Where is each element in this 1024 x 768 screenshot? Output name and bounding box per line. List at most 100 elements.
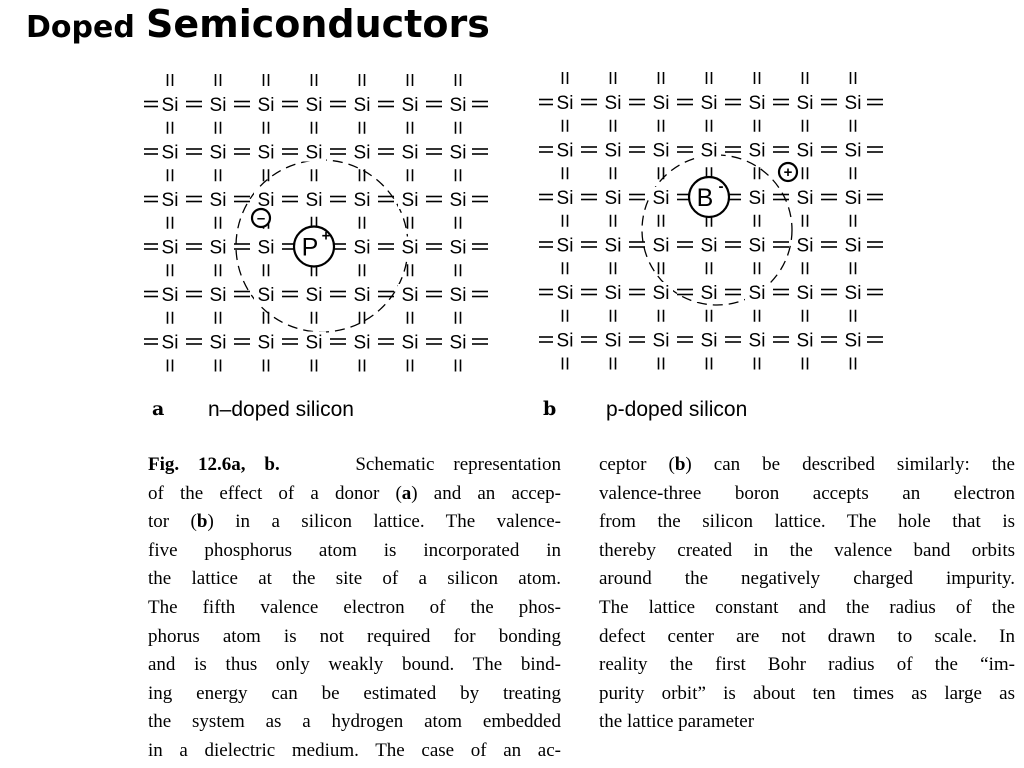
atom-background <box>398 189 422 209</box>
si-atom: Si <box>653 283 670 304</box>
si-atom: Si <box>402 95 419 116</box>
si-atom: Si <box>653 331 670 352</box>
figure-label: Fig. 12.6a, b. <box>148 454 280 475</box>
si-atom: Si <box>845 236 862 257</box>
title-doped: Doped <box>26 10 135 45</box>
atom-background <box>158 331 182 352</box>
atom-background <box>553 139 577 160</box>
caption-ref: b <box>674 454 686 475</box>
atom-background <box>446 236 470 257</box>
caption-line: and is thus only weakly bound. The bind- <box>148 654 561 676</box>
atom-background <box>553 187 577 207</box>
atom-background <box>601 92 625 112</box>
atom-background <box>745 92 769 112</box>
atom-background <box>206 236 230 257</box>
atom-background <box>398 331 422 352</box>
si-atom: Si <box>162 190 179 211</box>
atom-background <box>446 141 470 162</box>
si-atom: Si <box>402 143 419 164</box>
atom-background <box>649 187 673 207</box>
atom-background <box>793 234 817 255</box>
atom-background <box>446 94 470 114</box>
si-atom: Si <box>797 283 814 304</box>
figure-caption-column-1: Fig. 12.6a, b. Schematic representation … <box>148 451 561 766</box>
atom-background <box>158 284 182 304</box>
atom-background <box>745 139 769 160</box>
si-atom: Si <box>210 285 227 306</box>
si-atom: Si <box>402 238 419 259</box>
atom-background <box>697 234 721 255</box>
atom-background <box>206 141 230 162</box>
atom-background <box>601 139 625 160</box>
charge-carrier-sign: + <box>784 164 793 181</box>
atom-background <box>601 187 625 207</box>
si-atom: Si <box>557 283 574 304</box>
atom-background <box>254 331 278 352</box>
page-title: Doped Semiconductors <box>26 2 490 46</box>
impurity-atom-circle <box>687 175 731 219</box>
caption-line: thereby created in the valence band orbi… <box>599 539 1015 561</box>
si-atom: Si <box>306 95 323 116</box>
si-atom: Si <box>162 238 179 259</box>
si-atom: Si <box>653 188 670 209</box>
atom-background <box>350 94 374 114</box>
atom-background <box>254 141 278 162</box>
caption-line: the lattice at the site of a silicon ato… <box>148 568 561 590</box>
atom-background <box>841 139 865 160</box>
atom-background <box>302 189 326 209</box>
si-atom: Si <box>162 285 179 306</box>
si-atom: Si <box>749 283 766 304</box>
si-atom: Si <box>210 190 227 211</box>
caption-line: in a dielectric medium. The case of an a… <box>148 739 561 761</box>
atom-background <box>553 234 577 255</box>
si-atom: Si <box>749 236 766 257</box>
si-atom: Si <box>450 238 467 259</box>
atom-background <box>553 282 577 302</box>
caption-line: the lattice parameter <box>599 711 755 733</box>
si-atom: Si <box>701 236 718 257</box>
si-atom: Si <box>450 190 467 211</box>
si-atom: Si <box>258 285 275 306</box>
si-atom: Si <box>210 238 227 259</box>
si-atom: Si <box>605 283 622 304</box>
atom-background <box>398 94 422 114</box>
si-atom: Si <box>557 236 574 257</box>
atom-background <box>398 284 422 304</box>
atom-background <box>446 189 470 209</box>
atom-background <box>649 282 673 302</box>
si-atom: Si <box>402 333 419 354</box>
charge-carrier-sign: – <box>257 210 265 227</box>
si-atom: Si <box>653 93 670 114</box>
atom-background <box>302 284 326 304</box>
si-atom: Si <box>450 333 467 354</box>
atom-background <box>841 234 865 255</box>
atom-background <box>446 331 470 352</box>
si-atom: Si <box>749 93 766 114</box>
caption-text: ) and an accep- <box>411 482 561 504</box>
atom-background <box>841 282 865 302</box>
caption-line: The lattice constant and the radius of t… <box>599 596 1015 618</box>
si-atom: Si <box>797 236 814 257</box>
caption-text: ) can be described similarly: the <box>685 454 1015 475</box>
atom-background <box>841 187 865 207</box>
atom-background <box>745 282 769 302</box>
si-atom: Si <box>845 93 862 114</box>
si-atom: Si <box>354 190 371 211</box>
si-atom: Si <box>845 331 862 352</box>
impurity-atom-circle <box>292 225 336 268</box>
si-atom: Si <box>306 143 323 164</box>
charge-carrier-circle <box>250 207 272 229</box>
si-atom: Si <box>797 331 814 352</box>
si-atom: Si <box>210 143 227 164</box>
panel-a-letter: a <box>152 398 165 420</box>
si-atom: Si <box>450 95 467 116</box>
impurity-atom-symbol: P <box>302 234 319 262</box>
atom-background <box>302 141 326 162</box>
atom-background <box>254 284 278 304</box>
si-atom: Si <box>450 143 467 164</box>
atom-background <box>302 94 326 114</box>
title-semiconductors: Semiconductors <box>145 2 490 46</box>
caption-line: phorus atom is not required for bonding <box>148 625 561 647</box>
